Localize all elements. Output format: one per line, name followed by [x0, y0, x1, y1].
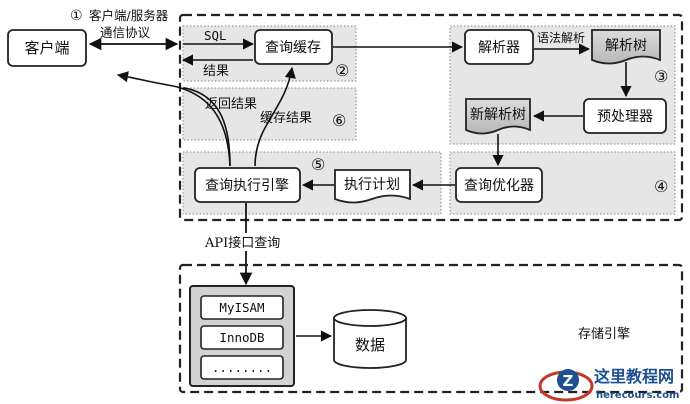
stage-2-marker: ② [335, 61, 349, 80]
stage-4-marker: ④ [654, 177, 668, 196]
query-engine-node: 查询执行引擎 [194, 167, 301, 203]
execution-plan-label: 执行计划 [344, 177, 400, 193]
new-parse-tree-node: 新解析树 [465, 98, 531, 135]
server-frame [178, 13, 684, 222]
preprocessor-label: 预处理器 [597, 109, 653, 125]
engine-item-myisam: MyISAM [200, 295, 284, 320]
stage-5-marker: ⑤ [311, 155, 325, 174]
engine-label: ........ [212, 360, 272, 375]
api-query-label: API接口查询 [204, 235, 280, 251]
engine-item-innodb: InnoDB [200, 325, 284, 350]
svg-text:Z: Z [563, 372, 574, 390]
query-optimizer-node: 查询优化器 [455, 167, 543, 203]
watermark-text: 这里教程网 [594, 367, 674, 386]
query-cache-label: 查询缓存 [265, 40, 321, 56]
data-cylinder: 数据 [333, 309, 407, 369]
result-label: 结果 [203, 64, 229, 79]
cache-result-label: 缓存结果 [260, 111, 312, 126]
return-result-label: 返回结果 [205, 97, 257, 112]
execution-plan-node: 执行计划 [334, 169, 411, 204]
stage-6-marker: ⑥ [332, 111, 346, 130]
watermark-logo: Z 这里教程网 herecours.com [538, 367, 679, 402]
parser-label: 解析器 [478, 40, 520, 56]
query-optimizer-label: 查询优化器 [464, 178, 534, 194]
parser-node: 解析器 [464, 29, 534, 65]
client-node: 客户端 [7, 29, 87, 67]
protocol-circle: ① [70, 8, 83, 24]
engine-item-more: ........ [200, 355, 284, 380]
engine-label: InnoDB [219, 330, 264, 345]
storage-title: 存储引擎 [578, 327, 630, 342]
data-label: 数据 [355, 336, 385, 354]
query-engine-label: 查询执行引擎 [205, 178, 289, 194]
client-label: 客户端 [24, 39, 69, 57]
engine-label: MyISAM [219, 300, 264, 315]
preprocessor-node: 预处理器 [583, 98, 667, 134]
stage-3-marker: ③ [654, 67, 668, 86]
cache-result-arrow [254, 66, 296, 167]
protocol-line2: 通信协议 [100, 25, 151, 40]
sql-label: SQL [204, 28, 227, 43]
storage-frame [178, 263, 684, 394]
stage-6-panel [182, 87, 357, 141]
protocol-line1: 客户端/服务器 [89, 8, 169, 23]
return-result-curve [116, 71, 231, 167]
syntax-parse-label: 语法解析 [537, 31, 585, 45]
query-cache-node: 查询缓存 [254, 29, 333, 65]
parse-tree-label: 解析树 [605, 38, 647, 54]
parse-tree-node: 解析树 [591, 29, 661, 65]
watermark-url: herecours.com [596, 390, 679, 401]
new-parse-tree-label: 新解析树 [470, 107, 526, 123]
